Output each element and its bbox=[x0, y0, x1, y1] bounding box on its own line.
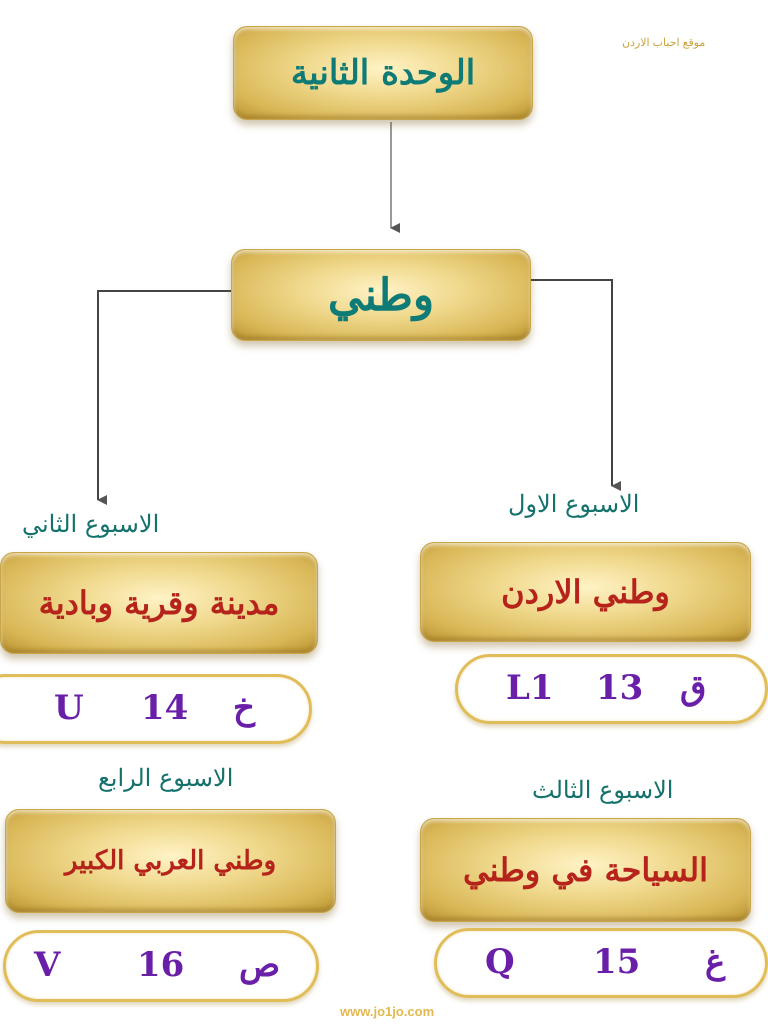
week-4-title: وطني العربي الكبير bbox=[64, 846, 277, 876]
unit-title: الوحدة الثانية bbox=[290, 53, 476, 93]
week-1-info-pill: ق 13 L1 bbox=[455, 654, 768, 724]
week-3-letter-en: Q bbox=[485, 942, 515, 983]
week-1-page: 13 bbox=[596, 668, 644, 709]
week-2-info-pill: خ 14 U bbox=[0, 674, 312, 744]
week-3-heading: الاسبوع الثالث bbox=[532, 776, 674, 804]
theme-title-box: وطني bbox=[231, 249, 531, 341]
arrow-theme-to-week2 bbox=[97, 290, 231, 505]
week-2-letter-en: U bbox=[54, 688, 84, 729]
theme-title: وطني bbox=[327, 269, 435, 321]
unit-title-box: الوحدة الثانية bbox=[233, 26, 533, 120]
week-4-page: 16 bbox=[137, 945, 185, 986]
site-footer-url[interactable]: www.jo1jo.com bbox=[340, 1004, 435, 1019]
week-4-title-box: وطني العربي الكبير bbox=[5, 809, 336, 913]
week-4-letter-en: V bbox=[34, 945, 61, 986]
week-4-heading: الاسبوع الرابع bbox=[98, 764, 234, 792]
site-watermark: موقع احباب الاردن bbox=[622, 37, 706, 49]
week-3-info-pill: غ 15 Q bbox=[434, 928, 768, 998]
week-2-title: مدينة وقرية وبادية bbox=[38, 584, 280, 622]
week-2-heading: الاسبوع الثاني bbox=[22, 510, 160, 538]
week-3-letter-ar: غ bbox=[705, 942, 726, 983]
week-1-title: وطني الاردن bbox=[501, 573, 670, 611]
week-1-letter-en: L1 bbox=[506, 668, 554, 709]
week-1-letter-ar: ق bbox=[680, 668, 707, 709]
week-1-heading: الاسبوع الاول bbox=[508, 490, 640, 518]
week-3-title-box: السياحة في وطني bbox=[420, 818, 751, 922]
week-2-title-box: مدينة وقرية وبادية bbox=[0, 552, 318, 654]
week-2-page: 14 bbox=[141, 688, 189, 729]
week-3-title: السياحة في وطني bbox=[462, 851, 709, 889]
week-2-letter-ar: خ bbox=[233, 688, 255, 729]
arrow-theme-to-week1 bbox=[530, 279, 621, 491]
week-3-page: 15 bbox=[593, 942, 641, 983]
week-1-title-box: وطني الاردن bbox=[420, 542, 751, 642]
week-4-info-pill: ص 16 V bbox=[3, 930, 319, 1002]
week-4-letter-ar: ص bbox=[239, 945, 281, 986]
